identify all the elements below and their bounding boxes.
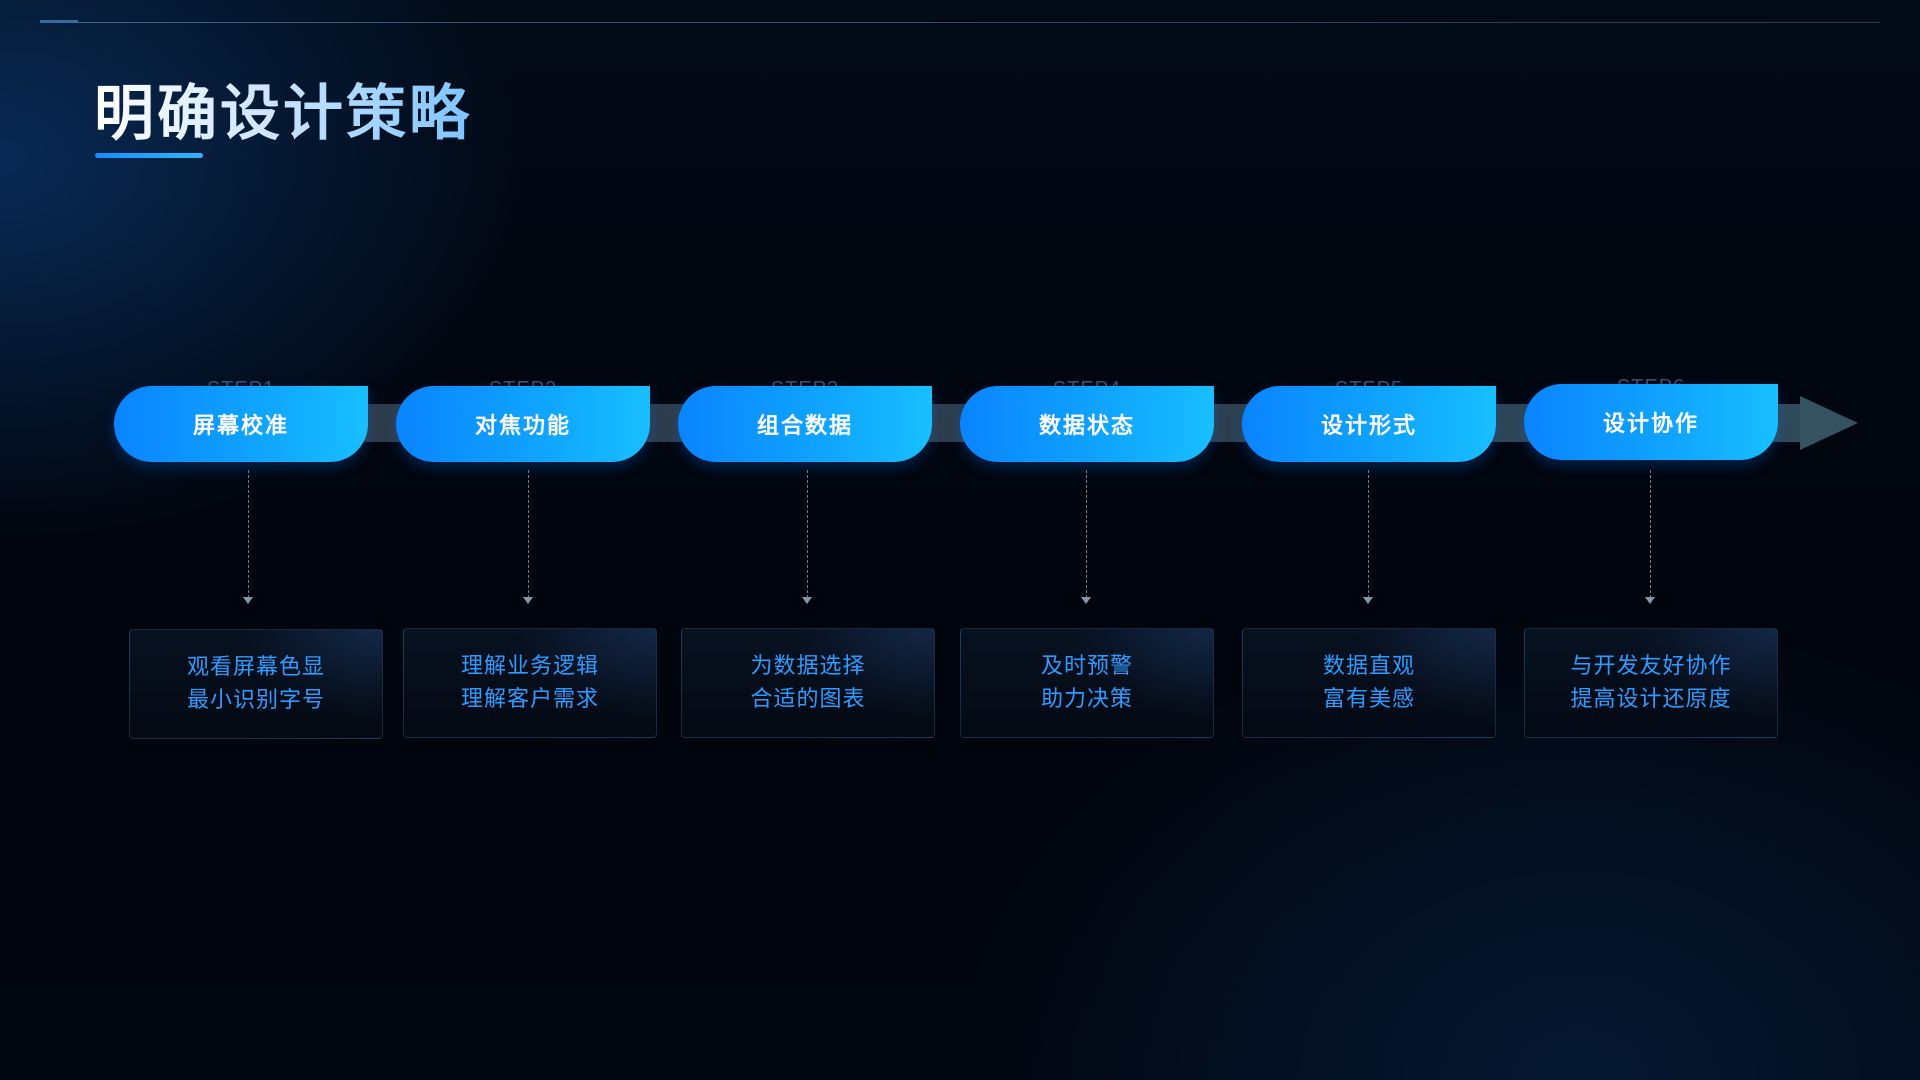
description-line: 富有美感	[1322, 687, 1415, 712]
page-title: 明确设计策略	[94, 76, 472, 152]
connector-arrow-icon	[243, 597, 253, 604]
top-divider	[40, 22, 1880, 23]
title-underline	[95, 153, 203, 158]
step-description-box: 及时预警 助力决策	[960, 628, 1214, 738]
step-description-box: 观看屏幕色显 最小识别字号	[129, 629, 383, 739]
step-pill: 屏幕校准	[114, 386, 368, 462]
connector-line	[1086, 470, 1087, 598]
step-description-box: 与开发友好协作 提高设计还原度	[1524, 628, 1778, 738]
connector-arrow-icon	[802, 597, 812, 604]
step-pill: 设计协作	[1524, 384, 1778, 460]
description-line: 合适的图表	[750, 687, 866, 712]
connector-arrow-icon	[1081, 597, 1091, 604]
connector-arrow-icon	[1363, 597, 1373, 604]
step-name: 设计协作	[1602, 412, 1699, 437]
step-name: 组合数据	[756, 414, 853, 439]
step-name: 设计形式	[1320, 414, 1417, 439]
connector-arrow-icon	[1645, 597, 1655, 604]
description-line: 与开发友好协作	[1570, 654, 1732, 679]
description-line: 数据直观	[1322, 654, 1415, 679]
step-name: 屏幕校准	[192, 414, 289, 439]
connector-line	[248, 470, 249, 598]
step-name: 数据状态	[1038, 414, 1135, 439]
connector-line	[1650, 470, 1651, 598]
step-description-box: 为数据选择 合适的图表	[681, 628, 935, 738]
flow-arrow-head	[1800, 396, 1858, 450]
description-line: 最小识别字号	[186, 688, 325, 713]
description-line: 理解客户需求	[460, 687, 599, 712]
description-line: 理解业务逻辑	[460, 654, 599, 679]
description-line: 助力决策	[1040, 687, 1133, 712]
step-name: 对焦功能	[474, 414, 571, 439]
step-description-box: 数据直观 富有美感	[1242, 628, 1496, 738]
top-divider-accent	[40, 20, 78, 23]
connector-line	[807, 470, 808, 598]
step-pill: 设计形式	[1242, 386, 1496, 462]
step-description-box: 理解业务逻辑 理解客户需求	[403, 628, 657, 738]
description-line: 提高设计还原度	[1570, 687, 1732, 712]
step-pill: 数据状态	[960, 386, 1214, 462]
connector-line	[528, 470, 529, 598]
connector-arrow-icon	[523, 597, 533, 604]
connector-line	[1368, 470, 1369, 598]
description-line: 为数据选择	[750, 654, 866, 679]
step-pill: 组合数据	[678, 386, 932, 462]
step-pill: 对焦功能	[396, 386, 650, 462]
description-line: 及时预警	[1040, 654, 1133, 679]
description-line: 观看屏幕色显	[186, 655, 325, 680]
